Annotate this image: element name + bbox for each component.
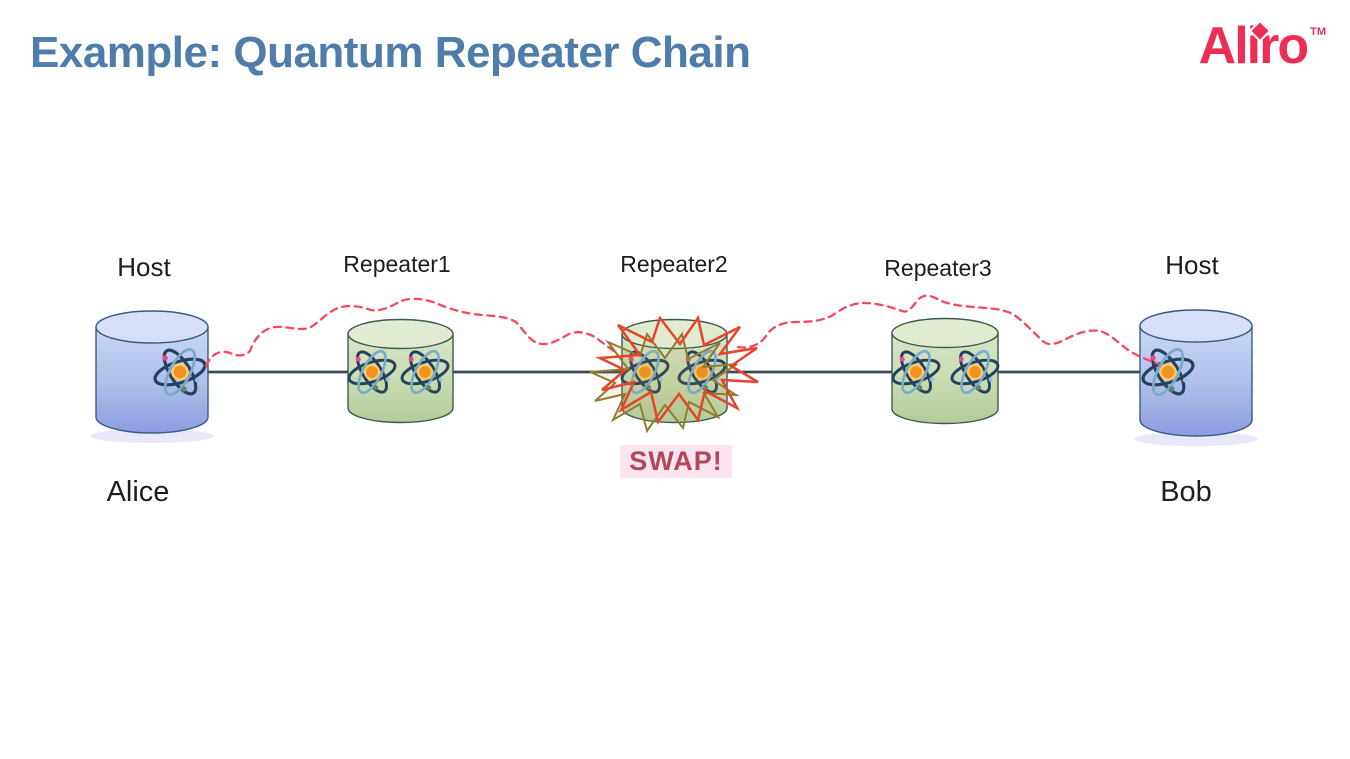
label-host-bob: Host [1165,250,1219,280]
label-alice: Alice [106,476,170,508]
label-bob: Bob [1160,476,1212,508]
slide-title: Example: Quantum Repeater Chain [30,28,751,77]
host-cylinder-bob [1138,309,1253,437]
label-repeater2: Repeater2 [620,251,728,277]
label-repeater3: Repeater3 [884,255,992,281]
swap-annotation: SWAP! [620,445,732,478]
label-host-alice: Host [117,252,171,282]
label-repeater1: Repeater1 [343,251,451,277]
entanglement-dashed-path [204,294,1161,368]
host-cylinder-alice [95,310,210,434]
repeater3-cylinder [888,317,1003,425]
swap-starburst [589,314,759,434]
starburst-red-outline [595,314,759,425]
bob-cylinder-shadow [1134,432,1258,446]
alice-cylinder-shadow [90,429,214,443]
repeater1-cylinder [344,318,454,424]
trademark-symbol: TM [1310,26,1326,38]
